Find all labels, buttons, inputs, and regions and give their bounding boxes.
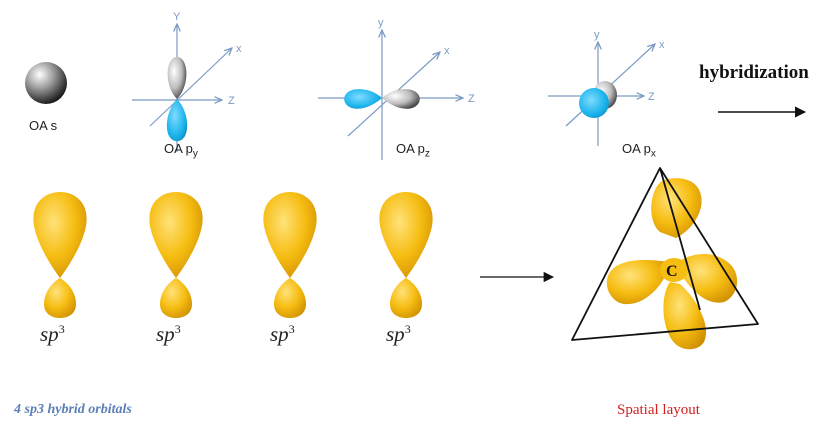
s-orbital-sphere [25, 62, 67, 104]
label-oa-py: OA py [164, 141, 198, 160]
sp3-label: sp3 [386, 322, 411, 346]
grey-lobe [382, 89, 420, 109]
axis-label-z: Z [228, 95, 235, 107]
sp3-lobe-top [651, 178, 702, 238]
axis-label-y: y [378, 17, 384, 29]
tetrahedral-layout: C [571, 167, 759, 350]
axis-label-x: x [444, 45, 450, 57]
sp3-label: sp3 [156, 322, 181, 346]
label-oa-pz: OA pz [396, 141, 430, 160]
sp3-orbital [149, 192, 203, 318]
px-orbital [548, 42, 655, 146]
caption-spatial-layout: Spatial layout [617, 402, 700, 418]
carbon-core [660, 258, 688, 282]
x-axis-line [149, 48, 232, 127]
sp3-lobe-bottom [663, 282, 707, 350]
py-orbital [132, 24, 232, 152]
sp3-orbital [379, 192, 433, 318]
carbon-label: C [666, 263, 678, 280]
label-oa-s: OA s [29, 118, 58, 133]
sp3-lobe-left [606, 260, 668, 305]
axis-label-y: y [594, 29, 600, 41]
axis-label-x: x [236, 43, 242, 55]
axis-label-y: Y [173, 11, 181, 23]
pz-orbital [318, 30, 463, 160]
grey-lobe [167, 56, 187, 99]
caption-hybrid-orbitals: 4 sp3 hybrid orbitals [14, 402, 132, 417]
blue-lobe [579, 88, 609, 118]
axis-label-z: Z [648, 91, 655, 103]
axis-label-x: x [659, 39, 665, 51]
sp3-orbital [33, 192, 87, 318]
hybridization-label: hybridization [699, 62, 809, 83]
sp3-label: sp3 [40, 322, 65, 346]
axis-label-z: Z [468, 93, 475, 105]
label-oa-px: OA px [622, 141, 656, 160]
blue-lobe [166, 99, 188, 142]
sp3-orbital [263, 192, 317, 318]
blue-lobe [344, 89, 382, 109]
tetrahedron-edges [571, 167, 759, 341]
sp3-label: sp3 [270, 322, 295, 346]
